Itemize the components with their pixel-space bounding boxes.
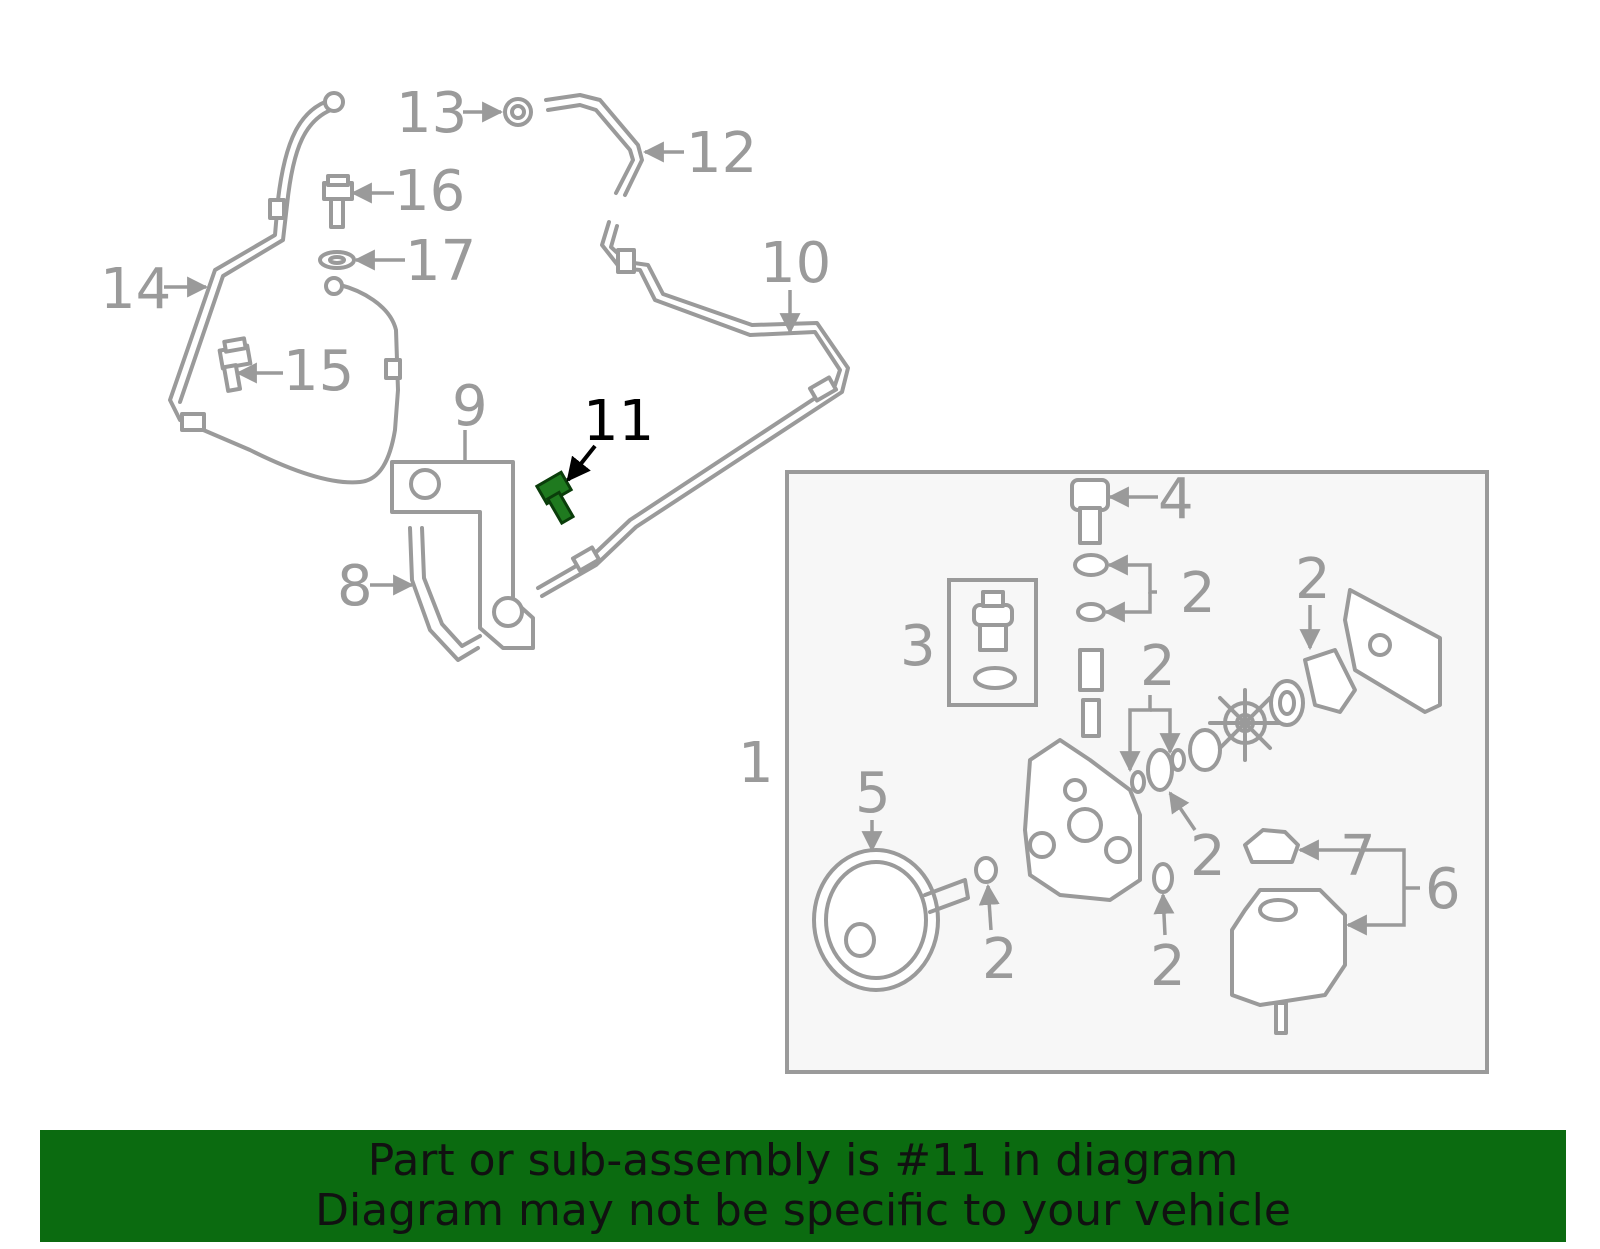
callout-labels: 13 12 16 17 14 15 10 9 11 8 4 2 2 3 2 1 … [100,81,1461,999]
part-16-bolt [322,174,354,229]
banner-line-1: Part or sub-assembly is #11 in diagram [367,1135,1239,1186]
callout-12: 12 [686,121,757,186]
part-15-bolt [217,336,253,393]
part-13-clamp [503,97,533,127]
callout-3: 3 [900,614,936,679]
info-banner: Part or sub-assembly is #11 in diagram D… [40,1130,1566,1242]
part-6-reservoir [1230,888,1347,1035]
part-3-valve-kit [947,578,1038,707]
callout-2-c: 2 [1140,634,1176,699]
leader-lines [164,101,1420,936]
pump-internals [1188,588,1442,772]
callout-6: 6 [1425,857,1461,922]
part-14-hose [168,91,402,485]
callout-11: 11 [583,389,654,454]
part-9-bracket [390,460,535,650]
callout-2-f: 2 [1150,934,1186,999]
o-rings [974,553,1186,894]
callout-7: 7 [1340,824,1376,889]
part-12-return-hose [544,93,644,197]
banner-line-2: Diagram may not be specific to your vehi… [315,1185,1291,1236]
callout-10: 10 [760,231,831,296]
callout-2-b: 2 [1295,547,1331,612]
callout-17: 17 [405,229,476,294]
callout-9: 9 [452,374,488,439]
callout-2-d: 2 [1190,824,1226,889]
callout-8: 8 [337,554,373,619]
callout-13: 13 [396,81,467,146]
valve-pieces [1078,648,1104,738]
callout-2-a: 2 [1180,561,1216,626]
callout-1: 1 [738,731,774,796]
part-11-bolt-highlighted [534,470,576,526]
part-4-fitting [1070,478,1110,545]
callout-2-e: 2 [982,927,1018,992]
callout-5: 5 [855,761,891,826]
callout-16: 16 [394,159,465,224]
part-8-hose [408,526,482,662]
callout-15: 15 [283,339,354,404]
callout-4: 4 [1158,467,1194,532]
callout-14: 14 [100,257,171,322]
part-17-washer [318,250,356,270]
pump-body [1023,738,1142,902]
